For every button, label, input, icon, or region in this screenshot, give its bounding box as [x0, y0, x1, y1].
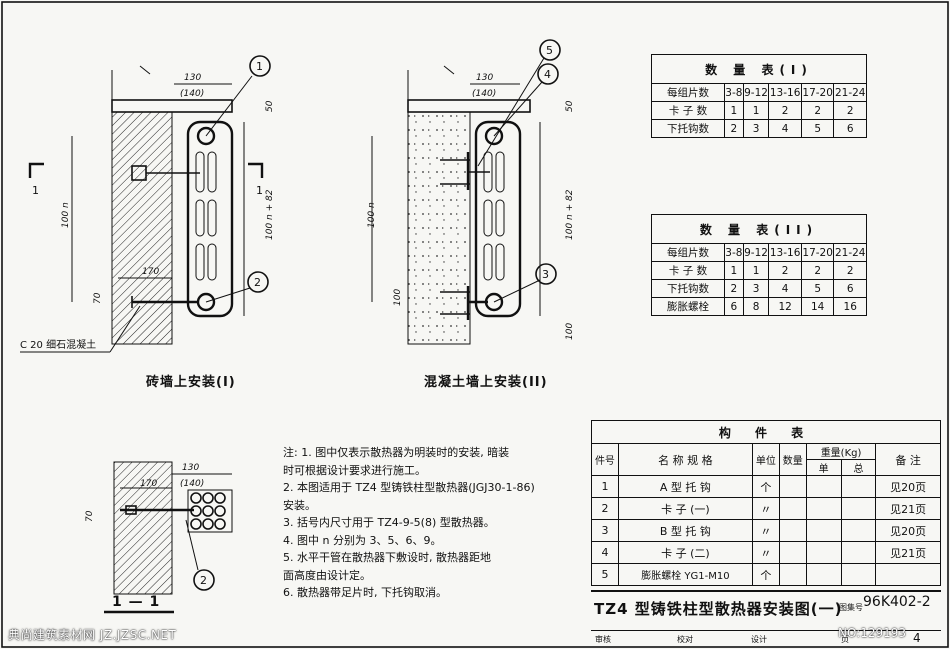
note-line: 时可根据设计要求进行施工。 — [283, 463, 426, 477]
svg-text:(140): (140) — [180, 479, 204, 489]
svg-text:2: 2 — [200, 574, 207, 587]
parts-title: 构 件 表 — [591, 420, 941, 444]
atlas-number: 96K402-2 — [863, 594, 931, 610]
note-line: 注: 1. 图中仅表示散热器为明装时的安装, 暗装 — [283, 446, 510, 459]
atlas-label: 图集号 — [839, 603, 863, 612]
svg-text:1: 1 — [256, 60, 263, 73]
svg-text:130: 130 — [476, 73, 493, 83]
callout-3 — [535, 263, 557, 285]
svg-text:5: 5 — [546, 44, 553, 57]
design-label: 设计 — [751, 635, 767, 644]
note-line: 5. 水平干管在散热器下敷设时, 散热器距地 — [283, 551, 491, 564]
radiator-2 — [474, 120, 522, 318]
brick-wall — [111, 111, 173, 345]
sign-row: 审核 校对 设计 页 4 — [591, 630, 941, 648]
page-label: 页 — [841, 635, 849, 644]
callout-4 — [537, 63, 559, 85]
table1-title: 数 量 表(I) — [651, 54, 867, 84]
quantity-table-2: 数 量 表(II) 每组片数 3-8 9-12 13-16 17-20 21-2… — [651, 214, 867, 316]
dim-100n: 100 n — [61, 202, 71, 228]
check-label: 校对 — [677, 635, 693, 644]
section-radiator — [187, 489, 233, 533]
review-label: 审核 — [595, 635, 611, 644]
svg-text:170: 170 — [140, 479, 157, 489]
dim-50: 50 — [265, 100, 275, 112]
window-sill-2 — [407, 99, 531, 113]
dim-170: 170 — [142, 267, 159, 277]
note-line: 3. 括号内尺寸用于 TZ4-9-5(8) 型散热器。 — [283, 516, 495, 529]
view-concrete-wall: 130 (140) 100 n 100 n + 82 50 100 100 5 … — [367, 39, 575, 345]
note-line: 4. 图中 n 分别为 3、5、6、9。 — [283, 533, 442, 547]
svg-text:100 n: 100 n — [367, 202, 377, 228]
svg-text:4: 4 — [544, 68, 551, 81]
watermark-left: 典尚建筑素材网 JZ.JZSC.NET — [8, 628, 177, 642]
concrete-note: C 20 细石混凝土 — [20, 338, 96, 351]
notes-block: 注: 1. 图中仅表示散热器为明装时的安装, 暗装 时可根据设计要求进行施工。 … — [283, 444, 593, 602]
svg-text:50: 50 — [565, 100, 575, 112]
note-line: 2. 本图适用于 TZ4 型铸铁柱型散热器(JGJ30-1-86) — [283, 481, 535, 494]
caption-view-1: 砖墙上安装(I) — [146, 375, 236, 390]
view-section-1-1: 130 (140) 170 70 2 — [85, 461, 233, 614]
window-sill — [111, 99, 233, 113]
svg-text:100 n + 82: 100 n + 82 — [565, 189, 575, 240]
svg-text:3: 3 — [542, 268, 549, 281]
radiator-1 — [186, 120, 234, 318]
svg-text:2: 2 — [254, 276, 261, 289]
section-mark-right: 1 — [256, 184, 263, 197]
callout-2 — [249, 55, 271, 77]
callout-1 — [247, 271, 269, 293]
callout-2-section — [193, 569, 215, 591]
table2-title: 数 量 表(II) — [651, 214, 867, 244]
dim-140: (140) — [180, 89, 204, 99]
dim-70: 70 — [93, 292, 103, 304]
title-block: TZ4 型铸铁柱型散热器安装图(一) 图集号 96K402-2 — [591, 590, 941, 632]
watermark-right: NO:129193 — [838, 626, 907, 640]
caption-view-3: 1 — 1 — [112, 594, 161, 610]
dim-100n82: 100 n + 82 — [265, 189, 275, 240]
callout-5 — [539, 39, 561, 61]
page-number: 4 — [913, 631, 921, 645]
svg-text:130: 130 — [182, 463, 199, 473]
svg-text:70: 70 — [85, 510, 95, 522]
caption-view-2: 混凝土墙上安装(II) — [424, 375, 548, 390]
note-line: 面高度由设计定。 — [283, 568, 371, 582]
view-brick-wall: 130 (140) 100 n 100 n + 82 50 170 70 1 1… — [20, 55, 275, 353]
svg-text:100: 100 — [393, 289, 403, 306]
note-line: 6. 散热器带足片时, 下托钩取消。 — [283, 586, 447, 599]
svg-text:100: 100 — [565, 323, 575, 340]
concrete-wall — [407, 111, 471, 345]
quantity-table-1: 数 量 表(I) 每组片数 3-8 9-12 13-16 17-20 21-24… — [651, 54, 867, 138]
section-mark-left: 1 — [32, 184, 39, 197]
dim-130: 130 — [184, 73, 201, 83]
svg-text:(140): (140) — [472, 89, 496, 99]
note-line: 安装。 — [283, 498, 316, 512]
main-title: TZ4 型铸铁柱型散热器安装图(一) — [594, 600, 843, 618]
